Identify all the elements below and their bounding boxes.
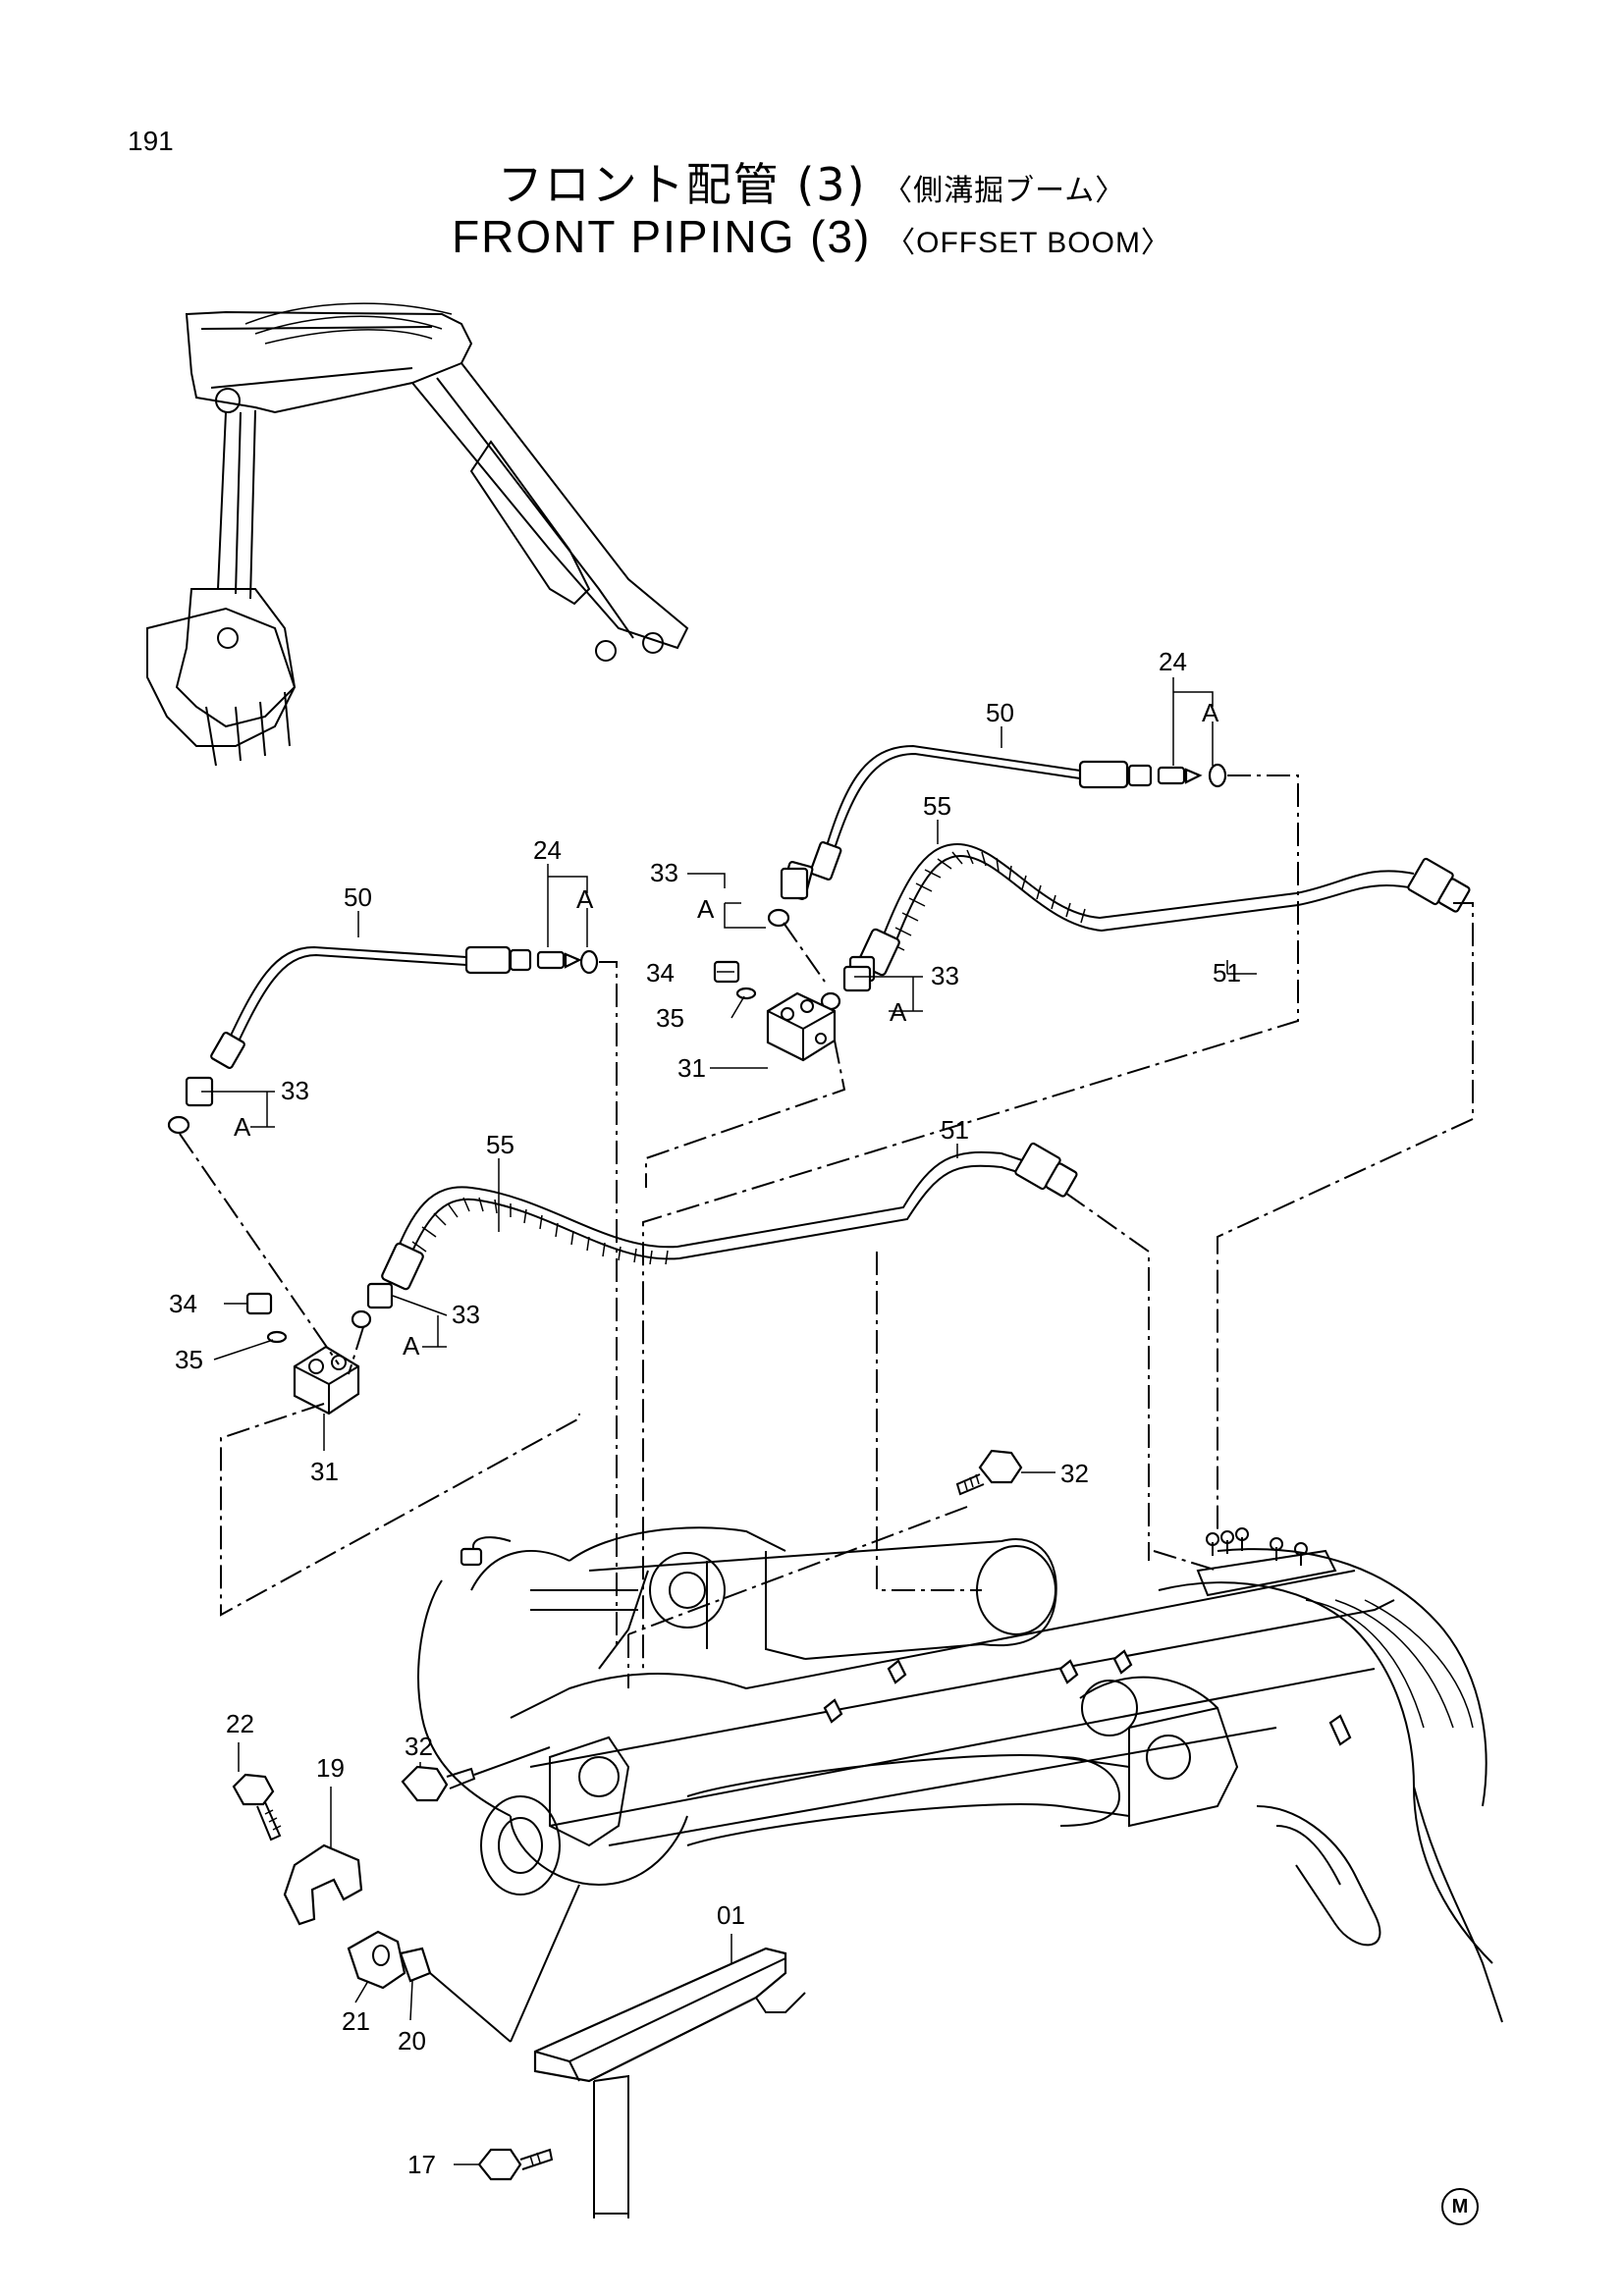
- title-english: FRONT PIPING (3) 〈OFFSET BOOM〉: [0, 210, 1623, 263]
- callout-17: 17: [407, 2150, 436, 2179]
- callout-A-left-33b: A: [403, 1331, 420, 1361]
- plug-34-left: [245, 1292, 273, 1315]
- manufacturer-mark: M: [1441, 2188, 1479, 2225]
- callout-labels: 24 A 50 55 33 A 51 34 33 35 A 31 24 A 50…: [169, 647, 1241, 2179]
- callout-01: 01: [717, 1900, 745, 1930]
- bolt-32-left: [401, 1746, 551, 1802]
- bolt-group-right: [1206, 1527, 1308, 1566]
- adapter-24-right: [1157, 766, 1186, 785]
- bracket-01: [593, 2074, 629, 2218]
- callout-A-left-24: A: [576, 884, 594, 914]
- fitting-50-left: [464, 945, 512, 975]
- bolt-32-top: [955, 1449, 1023, 1496]
- oring-35-right: [735, 987, 757, 1000]
- inset-excavator-front: [146, 302, 689, 767]
- callout-33-right-b: 33: [931, 961, 959, 990]
- left-hose-set: [167, 945, 1078, 1415]
- collar-20: [399, 1947, 432, 1983]
- callout-21: 21: [342, 2006, 370, 2036]
- title-jp-main: フロント配管 (3): [497, 158, 867, 211]
- callout-A-left-33a: A: [234, 1112, 251, 1142]
- callout-33-right-a: 33: [650, 858, 678, 887]
- block-31-left: [293, 1345, 360, 1415]
- callout-33-left-a: 33: [281, 1076, 309, 1105]
- bolt-17: [477, 2148, 554, 2181]
- callout-35-left: 35: [175, 1345, 203, 1374]
- callout-34-right: 34: [646, 958, 675, 988]
- title-jp-sub: 〈側溝掘ブーム〉: [883, 174, 1126, 208]
- leader-lines: [201, 677, 1257, 2165]
- callout-31-left: 31: [310, 1457, 339, 1486]
- callout-51-left: 51: [941, 1115, 969, 1145]
- adapter-24-left: [536, 950, 566, 970]
- fitting-33-right-b: [842, 965, 872, 992]
- callout-24-left: 24: [533, 835, 562, 865]
- callout-20: 20: [398, 2026, 426, 2056]
- title-japanese: フロント配管 (3) 〈側溝掘ブーム〉: [0, 149, 1623, 214]
- callout-33-left-b: 33: [452, 1300, 480, 1329]
- hose-50-right: [822, 744, 1081, 860]
- fitting-55-left: [381, 1242, 424, 1291]
- callout-A-right-33a: A: [697, 894, 715, 924]
- assembly-lines: [179, 774, 1474, 1688]
- callout-24-right: 24: [1159, 647, 1187, 676]
- callout-19: 19: [316, 1753, 345, 1783]
- page-number: 191: [128, 126, 174, 156]
- title-en-sub: 〈OFFSET BOOM〉: [886, 227, 1171, 259]
- oring-A-right-33a: [767, 908, 790, 928]
- fitting-50-right: [1078, 760, 1129, 789]
- oring-A-left-33a: [167, 1115, 190, 1135]
- cover-01: [533, 1947, 806, 2083]
- oring-A-left-24: [579, 949, 599, 975]
- callout-35-right: 35: [656, 1003, 684, 1033]
- callout-55-right: 55: [923, 791, 951, 821]
- callout-50-right: 50: [986, 698, 1014, 727]
- callout-A-right-24: A: [1202, 698, 1219, 727]
- callout-32-top: 32: [1060, 1459, 1089, 1488]
- fitting-33-left-b: [366, 1282, 394, 1309]
- callout-55-left: 55: [486, 1130, 514, 1159]
- callout-32-left: 32: [405, 1732, 433, 1761]
- callout-34-left: 34: [169, 1289, 197, 1318]
- spring-guard-55-left: [404, 1197, 669, 1267]
- callout-50-left: 50: [344, 882, 372, 912]
- callout-A-right-33b: A: [890, 997, 907, 1027]
- clamp-parts: [232, 1773, 580, 2043]
- oring-A-left-33b: [351, 1309, 372, 1329]
- boom-assembly: [417, 1526, 1503, 2023]
- fitting-33-right-a: [780, 867, 809, 900]
- callout-51-right: 51: [1213, 958, 1241, 988]
- oring-A-right-24: [1208, 763, 1227, 788]
- bolt-22: [232, 1773, 275, 1806]
- callout-31-right: 31: [677, 1053, 706, 1083]
- callout-22: 22: [226, 1709, 254, 1738]
- block-21: [347, 1930, 406, 1990]
- title-en-main: FRONT PIPING (3): [452, 211, 872, 262]
- right-hose-set: [713, 744, 1471, 1062]
- hose-50-left: [223, 945, 467, 1051]
- clamp-19: [283, 1843, 363, 1926]
